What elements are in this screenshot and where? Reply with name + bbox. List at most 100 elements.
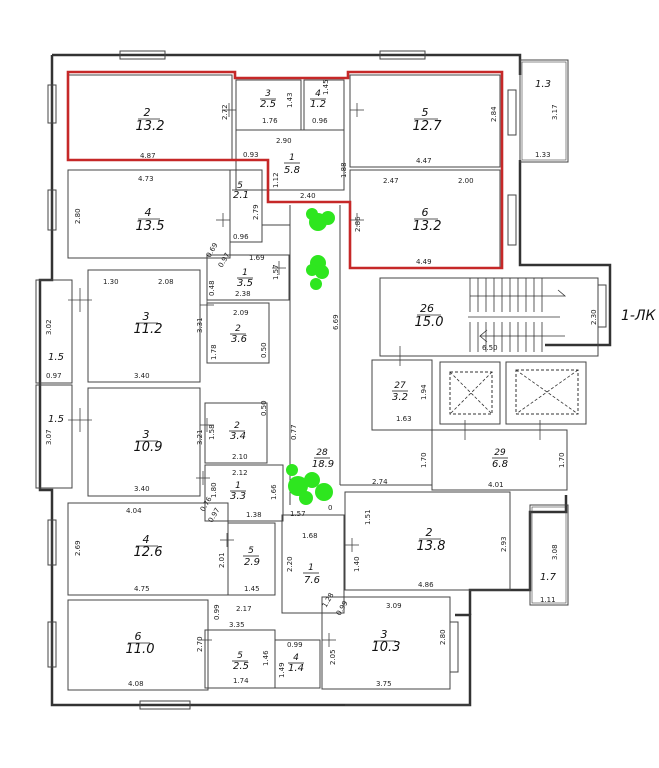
room-29-number: 29: [494, 448, 506, 458]
room-28-number: 28: [316, 448, 328, 458]
dimension: 0.96: [233, 233, 249, 241]
balcony-15b-label: 1.5: [48, 414, 64, 425]
room-27-area: 3.2: [392, 392, 408, 403]
room-4-b-area: 13.5: [136, 219, 165, 234]
dimension: 2.86: [354, 216, 362, 232]
green-markers: [286, 208, 335, 505]
room-4-e-number: 4: [293, 653, 299, 663]
room-1-d-number: 1: [308, 563, 314, 573]
sheet-label: 1-ЛК: [621, 308, 656, 324]
dimension: 1.12: [272, 172, 280, 188]
dimension: 0: [328, 504, 332, 512]
dimension: 1.70: [558, 452, 566, 468]
dimension: 3.08: [551, 544, 559, 560]
room-2-top-number: 2: [144, 106, 151, 119]
dimension: 1.57: [272, 264, 280, 280]
dimension: 3.40: [134, 485, 150, 493]
dimension: 1.66: [270, 484, 278, 500]
room-1-d-area: 7.6: [304, 575, 320, 586]
dimension: 1.63: [396, 415, 412, 423]
dimension: 2.05: [329, 649, 337, 665]
room-1-c-area: 3.3: [230, 491, 246, 502]
room-3-e-number: 3: [381, 628, 388, 641]
dimension: 3.07: [45, 429, 53, 445]
dimension: 0.96: [312, 117, 328, 125]
dimension: 2.84: [490, 106, 498, 122]
balcony-15a-label: 1.5: [48, 352, 64, 363]
dimension: 1.68: [302, 532, 318, 540]
dimension: 0.50: [260, 342, 268, 358]
dimension: 1.78: [210, 344, 218, 360]
dimension: 3.75: [376, 680, 392, 688]
dimension: 1.51: [364, 509, 372, 525]
room-3-b-number: 3: [143, 310, 150, 323]
dimension: 1.33: [535, 151, 551, 159]
room-5-d-number: 5: [248, 546, 254, 556]
room-5-b-number: 5: [237, 181, 243, 191]
dimension: 2.00: [458, 177, 474, 185]
dimension: 4.08: [128, 680, 144, 688]
windows: [47, 50, 607, 710]
room-2-c-number: 2: [234, 421, 240, 431]
balcony-17-label: 1.7: [540, 572, 557, 583]
room-1-top-area: 5.8: [284, 165, 300, 176]
dimension: 2.38: [235, 290, 251, 298]
room-3-top-area: 2.5: [260, 99, 276, 110]
room-1-c-number: 1: [235, 481, 241, 491]
label-underlines: [128, 98, 508, 664]
room-5-b-area: 2.1: [233, 190, 249, 201]
room-3-top-number: 3: [265, 89, 271, 99]
balconies: [35, 59, 569, 606]
room-5-d-area: 2.9: [244, 557, 260, 568]
dimension: 2.80: [439, 629, 447, 645]
dimension: 2.10: [232, 453, 248, 461]
dimension: 0.69: [205, 241, 220, 259]
room-4-b-number: 4: [145, 206, 152, 219]
dimension: 3.31: [196, 317, 204, 333]
staircase: [468, 278, 567, 352]
dimension: 4.73: [138, 175, 154, 183]
room-6-top-area: 13.2: [413, 219, 442, 234]
dimension: 2.09: [233, 309, 249, 317]
room-28-area: 18.9: [312, 459, 334, 470]
dimension: 2.40: [300, 192, 316, 200]
dimension: 1.74: [233, 677, 249, 685]
dimension: 1.57: [290, 510, 306, 518]
room-4-top-area: 1.2: [310, 99, 326, 110]
room-2-top-area: 13.2: [136, 119, 165, 134]
room-6-top-number: 6: [422, 206, 429, 219]
dimension: 2.08: [158, 278, 174, 286]
dimension: 1.43: [286, 92, 294, 108]
room-4-d-area: 12.6: [134, 545, 163, 560]
dimension: 3.09: [386, 602, 402, 610]
dimension: 2.93: [500, 536, 508, 552]
fixture-marks: [68, 103, 550, 647]
room-4-d-number: 4: [143, 533, 150, 546]
dimension: 3.35: [229, 621, 245, 629]
dimension-labels: 2.72 4.87 1.43 1.45 1.76 0.96 2.90 0.93 …: [45, 79, 598, 688]
elevator-shafts: [449, 369, 579, 415]
dimension: 2.69: [74, 540, 82, 556]
room-3-e-area: 10.3: [372, 640, 401, 655]
dimension: 2.12: [232, 469, 248, 477]
room-5-e-area: 2.5: [233, 661, 249, 672]
dimension: 4.47: [416, 157, 432, 165]
dimension: 3.17: [551, 104, 559, 120]
room-27-number: 27: [394, 381, 406, 391]
dimension: 3.02: [45, 319, 53, 335]
dimension: 2.72: [221, 104, 229, 120]
room-4-e-area: 1.4: [288, 663, 304, 674]
dimension: 4.49: [416, 258, 432, 266]
dimension: 1.45: [244, 585, 260, 593]
room-3-c-number: 3: [143, 428, 150, 441]
dimension: 0.77: [290, 424, 298, 440]
dimension: 2.47: [383, 177, 399, 185]
dimension: 2.30: [590, 309, 598, 325]
dimension: 1.76: [262, 117, 278, 125]
dimension: 0.99: [213, 604, 221, 620]
dimension: 2.17: [236, 605, 252, 613]
dimension: 4.87: [140, 152, 156, 160]
room-1-b-area: 3.5: [237, 278, 253, 289]
room-4-top-number: 4: [315, 89, 321, 99]
